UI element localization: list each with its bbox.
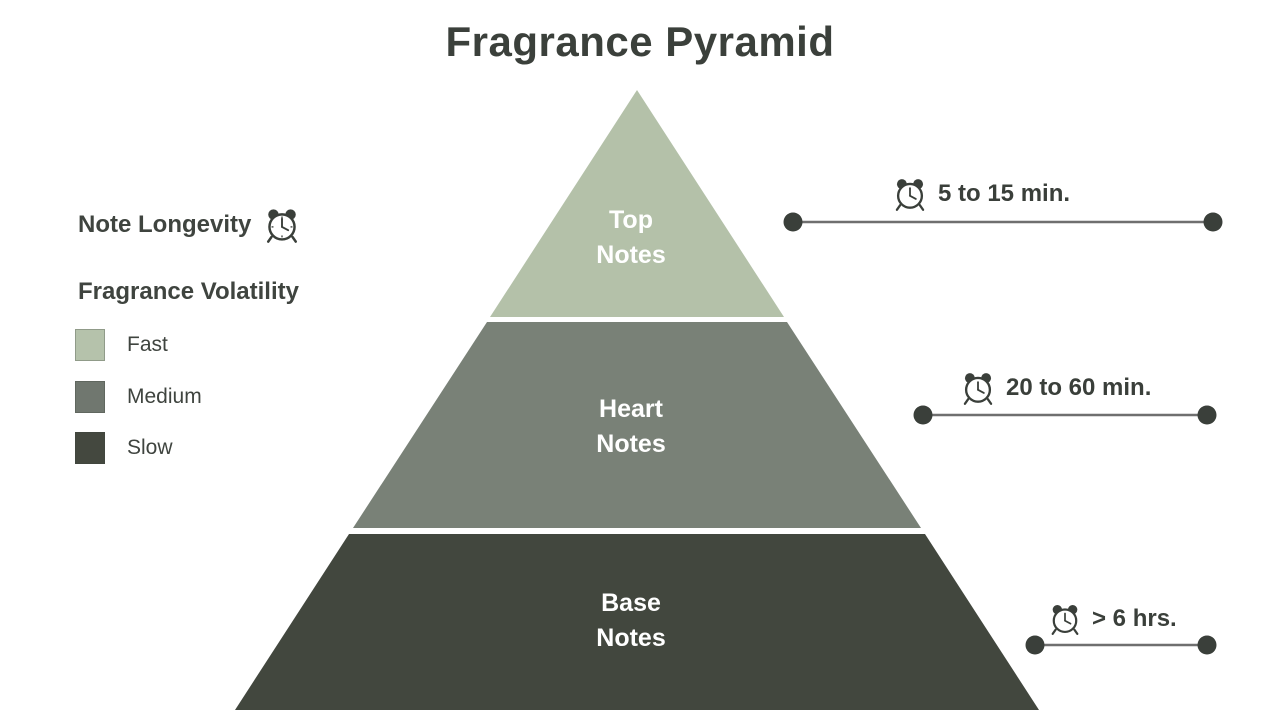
legend-item-fast: Fast [75, 329, 168, 361]
connector-dot [1197, 405, 1217, 425]
top-notes-label: Top Notes [511, 203, 751, 273]
top-notes-connector [783, 212, 1223, 232]
base-notes-connector [1025, 635, 1217, 655]
connector-dot [783, 212, 803, 232]
base-notes-word1: Base [601, 589, 661, 617]
connector-dot [1025, 635, 1045, 655]
heart-notes-duration-text: 20 to 60 min. [1006, 374, 1152, 401]
medium-color-swatch [75, 381, 105, 413]
alarm-clock-icon [892, 176, 928, 212]
connector-dot [1203, 212, 1223, 232]
note-longevity-row: Note Longevity [78, 206, 301, 244]
heart-notes-word1: Heart [599, 395, 663, 423]
legend-label-medium: Medium [127, 385, 202, 408]
heart-notes-duration: 20 to 60 min. [960, 370, 1151, 406]
alarm-clock-icon [960, 370, 996, 406]
note-longevity-label: Note Longevity [78, 211, 252, 238]
heart-notes-connector [913, 405, 1217, 425]
top-notes-duration-text: 5 to 15 min. [938, 180, 1071, 207]
top-notes-word1: Top [609, 206, 653, 234]
page-title: Fragrance Pyramid [445, 18, 835, 65]
pyramid-top-section [490, 90, 784, 317]
pyramid-base-section [235, 534, 1039, 710]
fast-color-swatch [75, 329, 105, 361]
connector-dot [1197, 635, 1217, 655]
alarm-clock-icon [263, 206, 301, 244]
legend-label-slow: Slow [127, 436, 173, 459]
legend-item-medium: Medium [75, 381, 202, 413]
connector-dot [913, 405, 933, 425]
base-notes-duration-text: > 6 hrs. [1092, 605, 1177, 632]
base-notes-label: Base Notes [511, 586, 751, 656]
alarm-clock-icon [1048, 602, 1082, 636]
top-notes-duration: 5 to 15 min. [892, 176, 1070, 212]
heart-notes-word2: Notes [596, 430, 666, 458]
fragrance-volatility-row: Fragrance Volatility [78, 278, 299, 306]
top-notes-word2: Notes [596, 241, 666, 269]
base-notes-word2: Notes [596, 624, 666, 652]
slow-color-swatch [75, 432, 105, 464]
base-notes-duration: > 6 hrs. [1048, 602, 1177, 636]
legend-item-slow: Slow [75, 432, 173, 464]
legend-label-fast: Fast [127, 333, 168, 356]
pyramid-heart-section [353, 322, 921, 528]
heart-notes-label: Heart Notes [511, 392, 751, 462]
fragrance-volatility-label: Fragrance Volatility [78, 278, 299, 305]
